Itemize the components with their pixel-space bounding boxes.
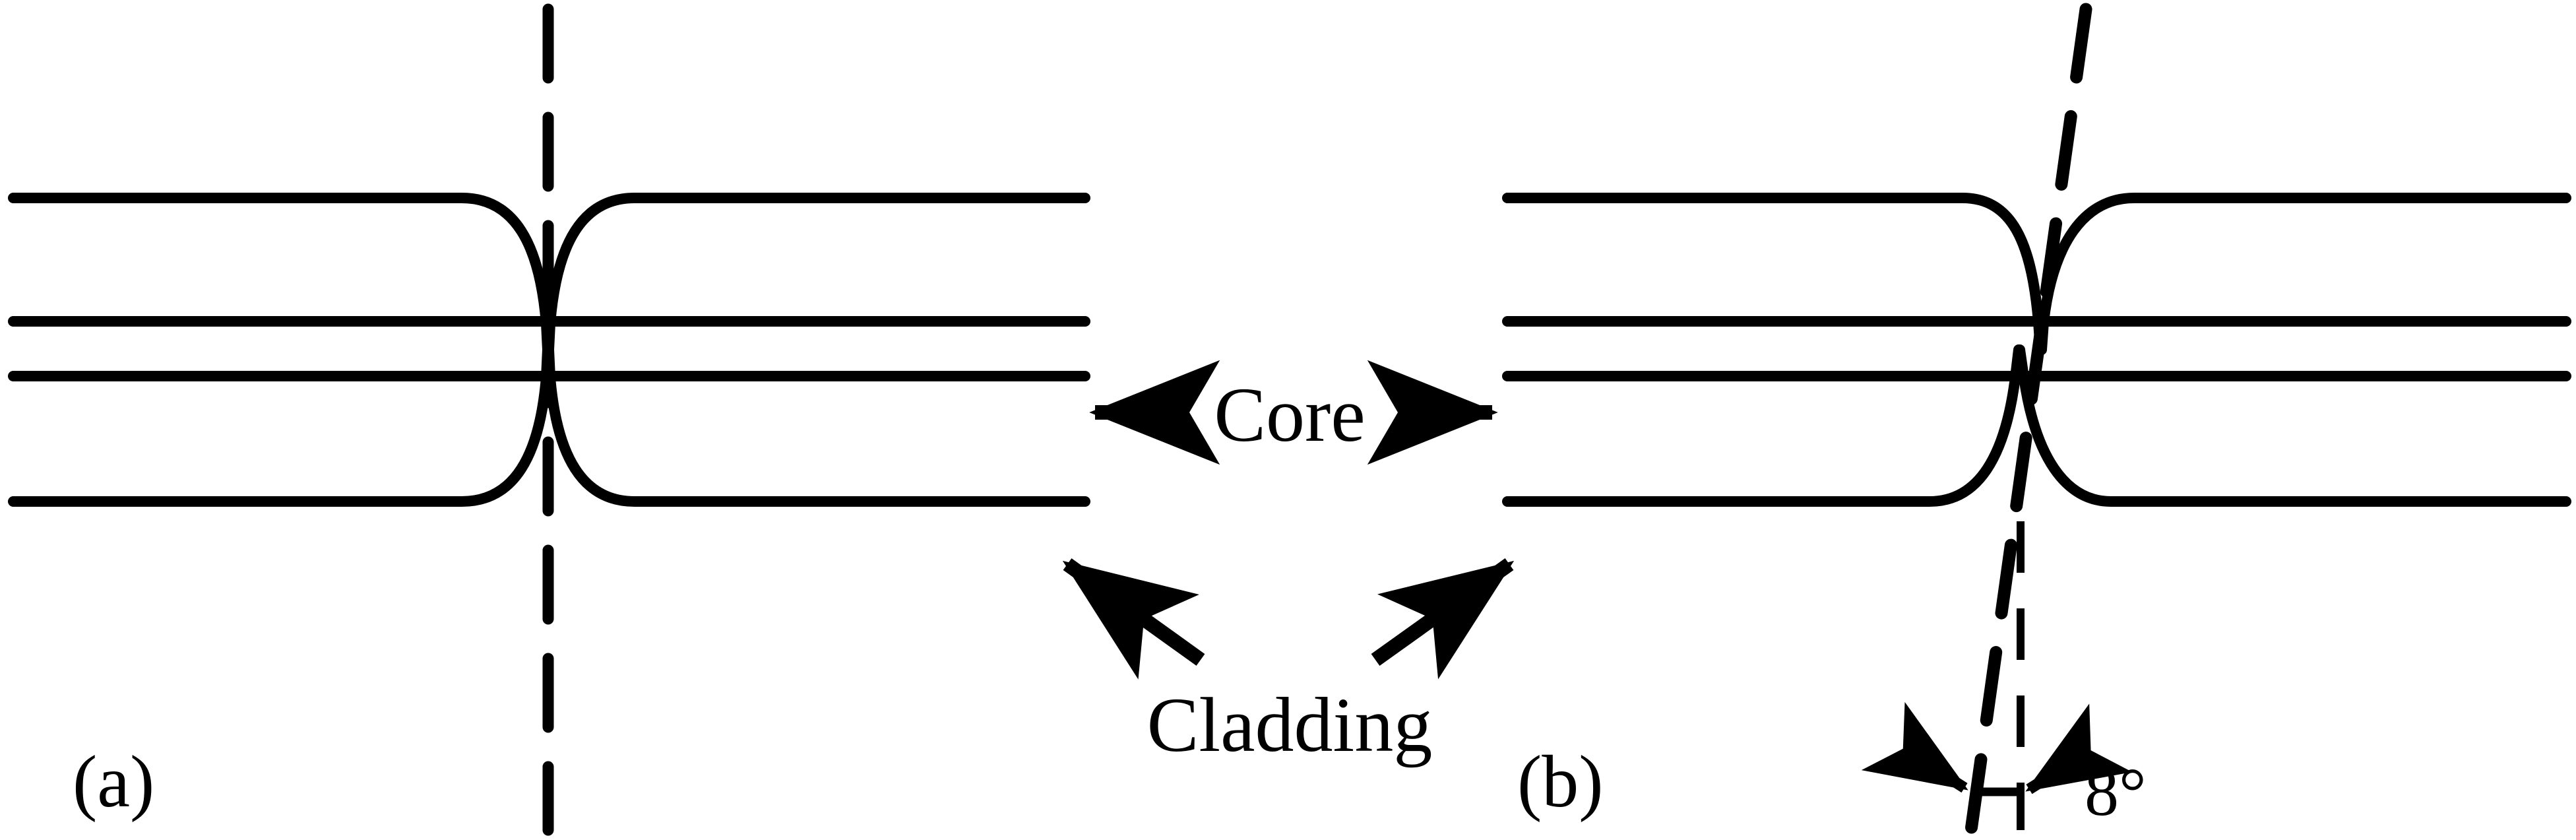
- angle-annotation-group: 8°: [1861, 701, 2147, 830]
- panel-b-group: (b): [1502, 3, 2571, 837]
- panel-b-top-cladding-left: [1502, 193, 2046, 355]
- core-label: Core: [1214, 372, 1365, 458]
- panel-a-group: (a): [8, 3, 1090, 836]
- panel-b-label: (b): [1517, 741, 1604, 823]
- panel-a-label: (a): [73, 741, 154, 823]
- panel-a-top-cladding-left: [8, 193, 553, 355]
- angle-arrow-left-icon: [2025, 703, 2133, 794]
- angle-label: 8°: [2085, 754, 2147, 830]
- arrow-up-left-icon: [1062, 558, 1205, 680]
- panel-b-top-cladding-right: [2036, 193, 2571, 355]
- cladding-label: Cladding: [1147, 682, 1433, 768]
- angle-arrow-right-icon: [1861, 701, 1968, 793]
- core-annotation-group: Core: [1089, 360, 1498, 465]
- cladding-annotation-group: Cladding: [1062, 558, 1515, 768]
- panel-a-top-cladding-right: [544, 193, 1090, 355]
- arrow-up-right-icon: [1371, 558, 1515, 680]
- panel-b-bottom-cladding-left: [1502, 344, 2024, 507]
- panel-b-tilted-axis-dashed-line: [1964, 3, 2092, 837]
